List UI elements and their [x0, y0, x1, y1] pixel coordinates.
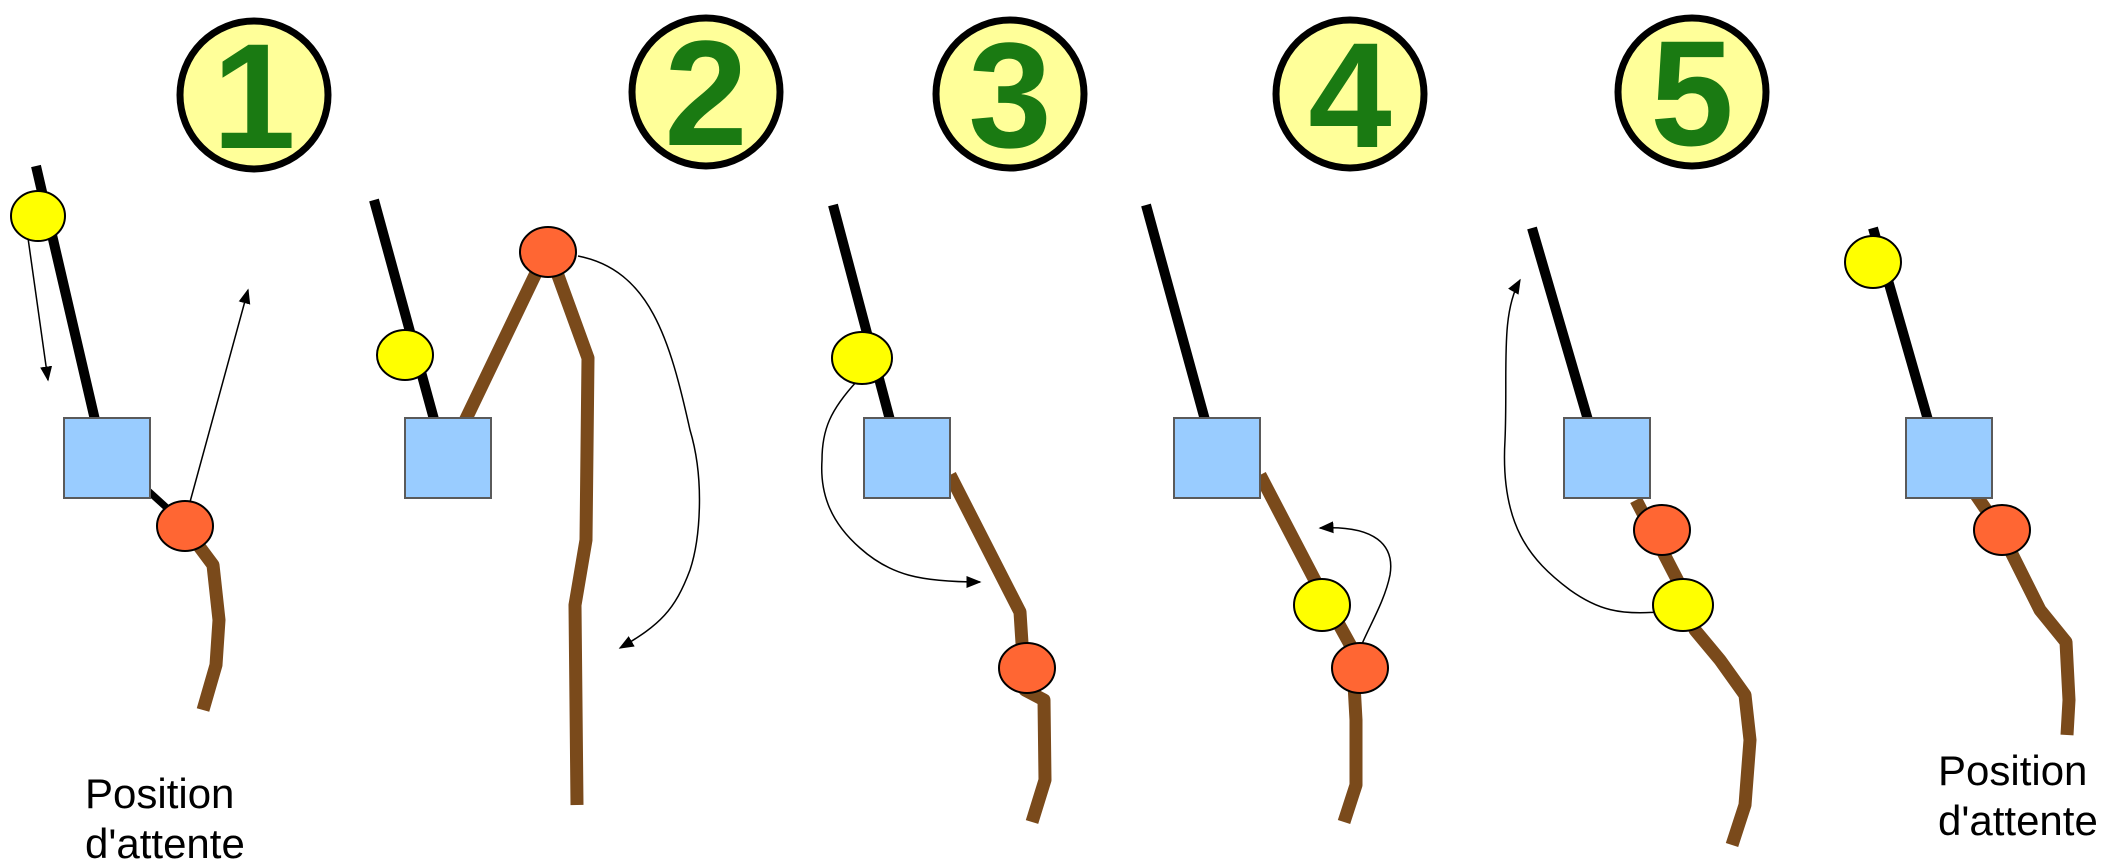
panel-6: Position d'attente [1844, 226, 2098, 844]
rope [172, 514, 226, 712]
arrow [820, 379, 982, 588]
panel-5 [1503, 226, 1757, 848]
step-badge-5: 5 [1614, 9, 1770, 177]
panel-3 [820, 203, 1056, 824]
arrow [189, 288, 251, 503]
caption-line-1: Position [1938, 747, 2087, 794]
block [1563, 417, 1651, 499]
caption-line-1: Position [85, 770, 234, 817]
block [1173, 417, 1261, 499]
panel-2 [369, 198, 701, 806]
caption-line-2: d'attente [85, 820, 245, 867]
step-number: 1 [212, 12, 295, 180]
orange-knot [156, 500, 214, 552]
block [1905, 417, 1993, 499]
yellow-knot [10, 190, 66, 242]
orange-knot [1633, 504, 1691, 556]
yellow-knot [831, 331, 893, 385]
panel-1: Position d'attente [10, 164, 251, 867]
caption-line-2: d'attente [1938, 797, 2098, 844]
arrow [1503, 278, 1659, 614]
orange-knot [519, 226, 577, 278]
step-number: 4 [1308, 11, 1391, 179]
orange-knot [1973, 504, 2031, 556]
step-number: 2 [664, 9, 747, 177]
orange-knot [998, 642, 1056, 694]
yellow-knot [1652, 578, 1714, 632]
panel-4 [1141, 203, 1392, 825]
yellow-knot [1844, 235, 1902, 289]
yellow-knot [1293, 578, 1351, 632]
block [863, 417, 951, 499]
pole [369, 198, 440, 425]
step-badge-3: 3 [932, 11, 1088, 179]
arrow [27, 237, 53, 382]
block [404, 417, 492, 499]
pole [828, 203, 895, 422]
rope [944, 472, 1052, 824]
step-number: 3 [968, 11, 1051, 179]
pole [1527, 226, 1593, 422]
step-badge-2: 2 [628, 9, 784, 177]
pole [1141, 203, 1210, 422]
yellow-knot [376, 329, 434, 381]
arrow [1318, 521, 1392, 645]
arrow [577, 255, 701, 649]
rope [458, 241, 595, 806]
step-badge-1: 1 [176, 12, 332, 180]
block [63, 417, 151, 499]
orange-knot [1331, 642, 1389, 694]
step-number: 5 [1650, 9, 1733, 177]
step-badge-4: 4 [1272, 11, 1428, 179]
